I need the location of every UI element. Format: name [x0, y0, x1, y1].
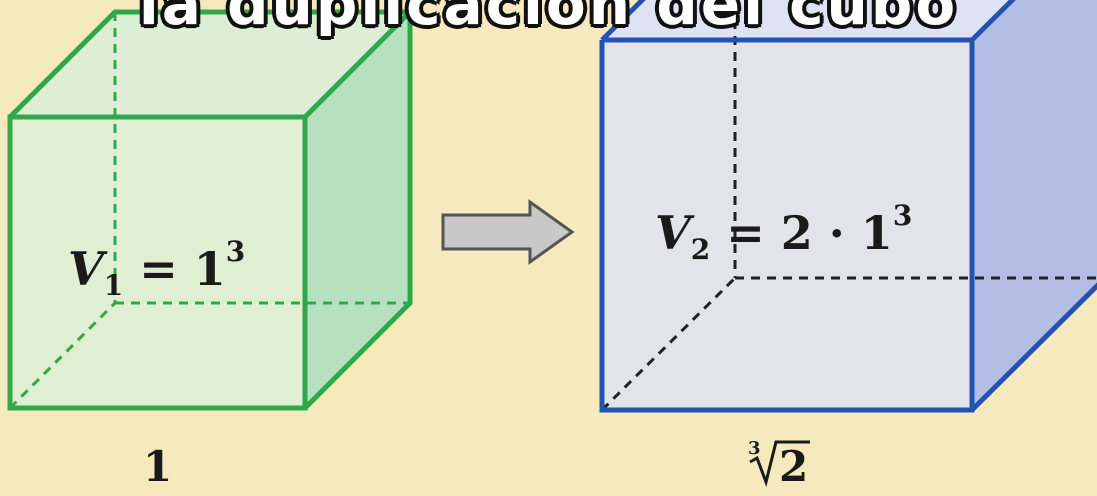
cube-2-volume-formula: V2 = 2 · 13: [655, 202, 912, 264]
cube-2-top-face: [602, 0, 1013, 40]
radical-sign-icon: [749, 440, 810, 488]
cube-1: [7, 9, 417, 411]
cube-1-side-face: [305, 12, 410, 408]
cube-1-top-face: [10, 12, 410, 117]
cube-2-side-face: [972, 0, 1097, 410]
volume-exponent: 3: [225, 235, 246, 268]
volume-exponent: 3: [892, 199, 913, 232]
page-title: la duplicación del cubo: [138, 0, 959, 38]
cube-2-hidden-edges: [600, 0, 1097, 412]
cube-1-edge-label: 1: [143, 442, 173, 491]
volume-subscript: 2: [690, 233, 711, 266]
volume-variable: V: [655, 206, 691, 260]
volume-equation: = 1: [123, 242, 226, 296]
cube-2-visible-edges: [599, 0, 1097, 413]
cube-root-index: 3: [748, 438, 761, 459]
cube-1-volume-formula: V1 = 13: [68, 238, 245, 300]
cube-2-edge-label: 3 2: [748, 440, 828, 491]
cube-1-hidden-edges: [8, 12, 410, 410]
cube-2: [599, 0, 1097, 413]
cube-root-radicand: 2: [779, 442, 809, 491]
right-arrow-icon: [441, 199, 575, 265]
volume-equation: = 2 · 1: [710, 206, 893, 260]
volume-subscript: 1: [103, 269, 124, 302]
volume-variable: V: [68, 242, 104, 296]
cube-1-visible-edges: [7, 9, 417, 411]
